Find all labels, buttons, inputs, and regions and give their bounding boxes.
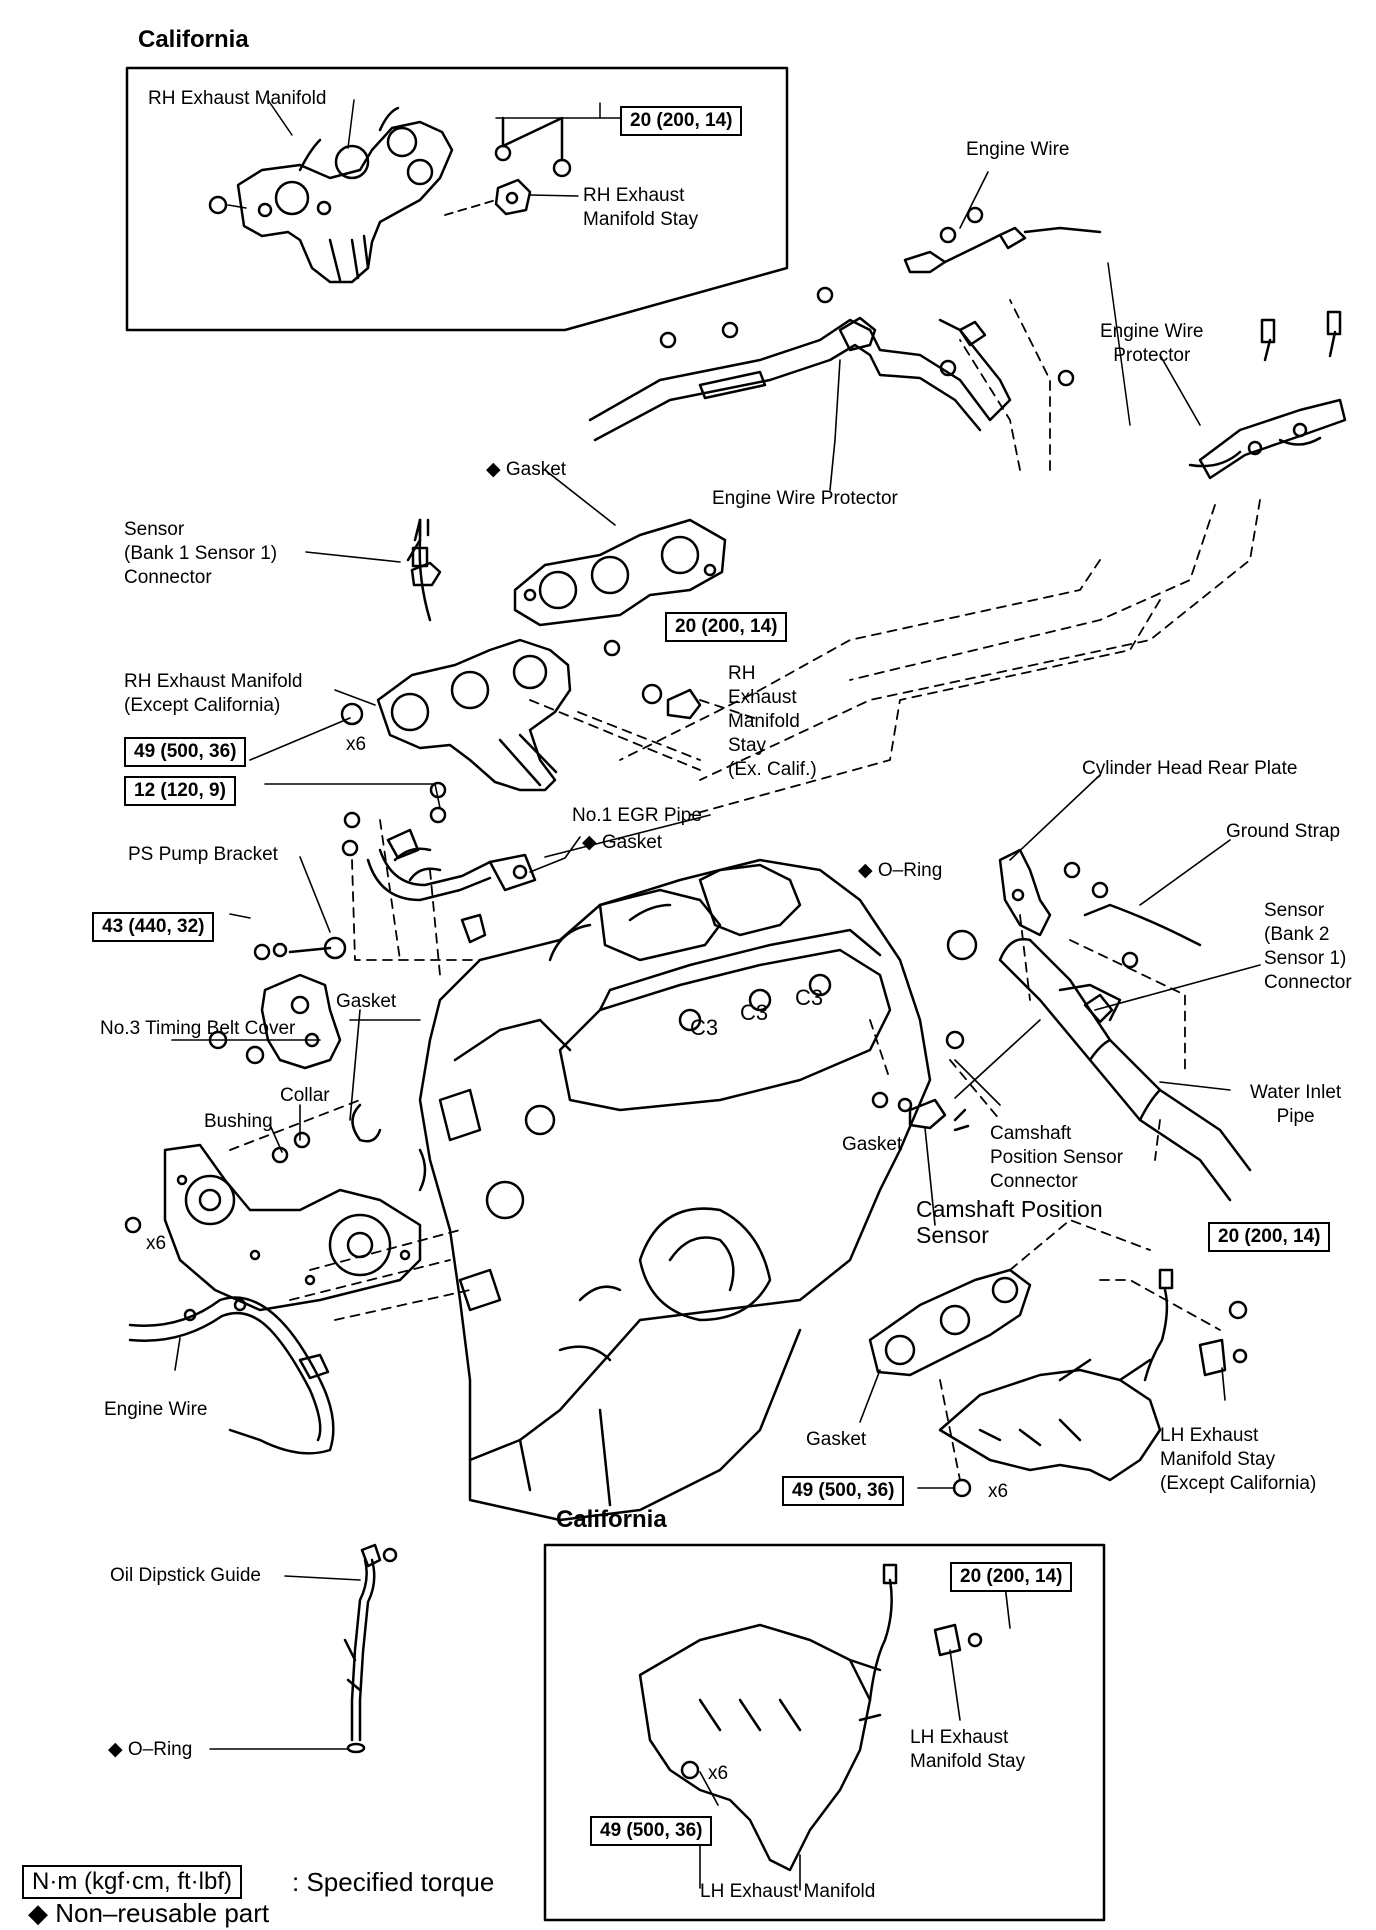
lh-exhaust-manifold-california-part: [638, 1563, 983, 1872]
svg-text:C3: C3: [690, 1015, 718, 1040]
legend-nonreusable: ◆ Non–reusable part: [28, 1898, 270, 1928]
torque-rh-stay-california: 20 (200, 14): [620, 106, 743, 136]
collar-part: [293, 1131, 311, 1149]
legend-torque-unit-text: : Specified torque: [292, 1867, 495, 1897]
label-sensor-bank2-connector: Sensor (Bank 2 Sensor 1) Connector: [1264, 900, 1352, 993]
sensor-bank2-connector-part: [1083, 993, 1114, 1024]
label-collar: Collar: [280, 1085, 330, 1106]
label-oil-dipstick-guide: Oil Dipstick Guide: [110, 1565, 261, 1586]
label-rh-exhaust-manifold-stay-california: RH Exhaust Manifold Stay: [583, 185, 699, 230]
water-inlet-pipe-part: [998, 937, 1252, 1202]
top-inset-frame: [125, 66, 789, 332]
engine-wire-harness-part: [588, 206, 1102, 442]
label-lh-exhaust-manifold-stay-california: LH Exhaust Manifold Stay: [910, 1727, 1026, 1772]
rh-stay-california-part: [208, 102, 621, 216]
label-camshaft-position-sensor-connector: Camshaft Position Sensor Connector: [990, 1123, 1124, 1192]
rh-exhaust-manifold-part: [340, 518, 572, 792]
label-engine-wire-top: Engine Wire: [966, 139, 1070, 160]
torque-rh-manifold: 49 (500, 36): [124, 737, 247, 767]
timing-belt-cover-part: [124, 1143, 422, 1312]
label-x6-rh: x6: [346, 734, 367, 755]
torque-lh-stay-california: 20 (200, 14): [950, 1562, 1073, 1592]
label-engine-wire-bottom: Engine Wire: [104, 1399, 208, 1420]
label-gasket-egr: ◆ Gasket: [582, 832, 663, 853]
torque-egr: 12 (120, 9): [124, 776, 236, 806]
label-lh-exhaust-manifold-stay-except-california: LH Exhaust Manifold Stay (Except Califor…: [1160, 1425, 1317, 1494]
label-sensor-bank1-connector: Sensor (Bank 1 Sensor 1) Connector: [124, 519, 278, 588]
torque-lh-manifold-california: 49 (500, 36): [590, 1816, 713, 1846]
svg-text:C3: C3: [740, 1000, 768, 1025]
label-rh-exhaust-manifold-except-california: RH Exhaust Manifold (Except California): [124, 671, 303, 716]
egr-pipe-part: [341, 781, 537, 944]
cylinder-head-rear-plate-part: [998, 848, 1081, 937]
oil-dipstick-guide-part: [343, 1543, 398, 1754]
engine-wire-bottom-part: [128, 1296, 335, 1455]
bottom-inset-title: California: [556, 1506, 667, 1533]
camshaft-sensor-part: [871, 1030, 970, 1132]
ground-strap-part: [1083, 881, 1202, 969]
torque-ps-bracket: 43 (440, 32): [92, 912, 215, 942]
bushing-part: [271, 1146, 289, 1164]
label-engine-wire-protector-mid: Engine Wire Protector: [712, 488, 898, 509]
label-gasket-cam: Gasket: [842, 1134, 903, 1155]
lh-exhaust-manifold-part: [938, 1268, 1248, 1498]
rh-gasket-part: [513, 518, 727, 627]
label-x6-lh-california: x6: [708, 1763, 729, 1784]
label-water-inlet-pipe: Water Inlet Pipe: [1250, 1082, 1342, 1127]
bottom-inset-frame: [543, 1543, 1106, 1922]
label-x6-lh: x6: [988, 1481, 1009, 1502]
label-gasket-timing: Gasket: [336, 991, 397, 1012]
svg-text:C3: C3: [795, 985, 823, 1010]
legend-torque-unit-box: N·m (kgf·cm, ft·lbf): [22, 1865, 242, 1899]
rh-stay-ex-part: [603, 639, 702, 720]
timing-gasket-part: [351, 1103, 427, 1192]
sensor-bank1-connector-part: [410, 518, 442, 587]
torque-rh-stay: 20 (200, 14): [665, 612, 788, 642]
torque-lh-manifold: 49 (500, 36): [782, 1476, 905, 1506]
alignment-dashed-lines: [229, 299, 1261, 1481]
rh-exhaust-manifold-california-part: [236, 106, 454, 284]
label-gasket-rh: ◆ Gasket: [486, 459, 567, 480]
label-gasket-lh: Gasket: [806, 1429, 867, 1450]
engine-wire-protector-right-part: [1188, 310, 1347, 480]
ps-pump-bracket-part: [208, 936, 347, 1070]
label-ps-pump-bracket: PS Pump Bracket: [128, 844, 278, 865]
label-no1-egr-pipe: No.1 EGR Pipe: [572, 805, 702, 826]
label-lh-exhaust-manifold-california: LH Exhaust Manifold: [700, 1881, 876, 1902]
o-ring-top-part: [946, 929, 978, 961]
torque-lh-stay: 20 (200, 14): [1208, 1222, 1331, 1252]
label-ground-strap: Ground Strap: [1226, 821, 1341, 842]
label-rh-exhaust-manifold-stay-ex-calif: RH Exhaust Manifold Stay (Ex. Calif.): [728, 663, 817, 780]
engine-block-part: C3 C3 C3: [418, 858, 932, 1522]
label-o-ring-top: ◆ O–Ring: [858, 860, 943, 881]
label-no3-timing-belt-cover: No.3 Timing Belt Cover: [100, 1018, 296, 1039]
label-rh-exhaust-manifold-california: RH Exhaust Manifold: [148, 88, 327, 109]
label-cylinder-head-rear-plate: Cylinder Head Rear Plate: [1082, 758, 1298, 779]
leader-lines: [171, 171, 1261, 1891]
label-engine-wire-protector-right: Engine Wire Protector: [1100, 321, 1204, 366]
label-o-ring-bottom: ◆ O–Ring: [108, 1739, 193, 1760]
label-bushing: Bushing: [204, 1111, 273, 1132]
label-x6-cover: x6: [146, 1233, 167, 1254]
top-inset-title: California: [138, 26, 249, 53]
label-camshaft-position-sensor: Camshaft Position Sensor: [916, 1196, 1103, 1248]
lh-gasket-part: [868, 1268, 1032, 1377]
